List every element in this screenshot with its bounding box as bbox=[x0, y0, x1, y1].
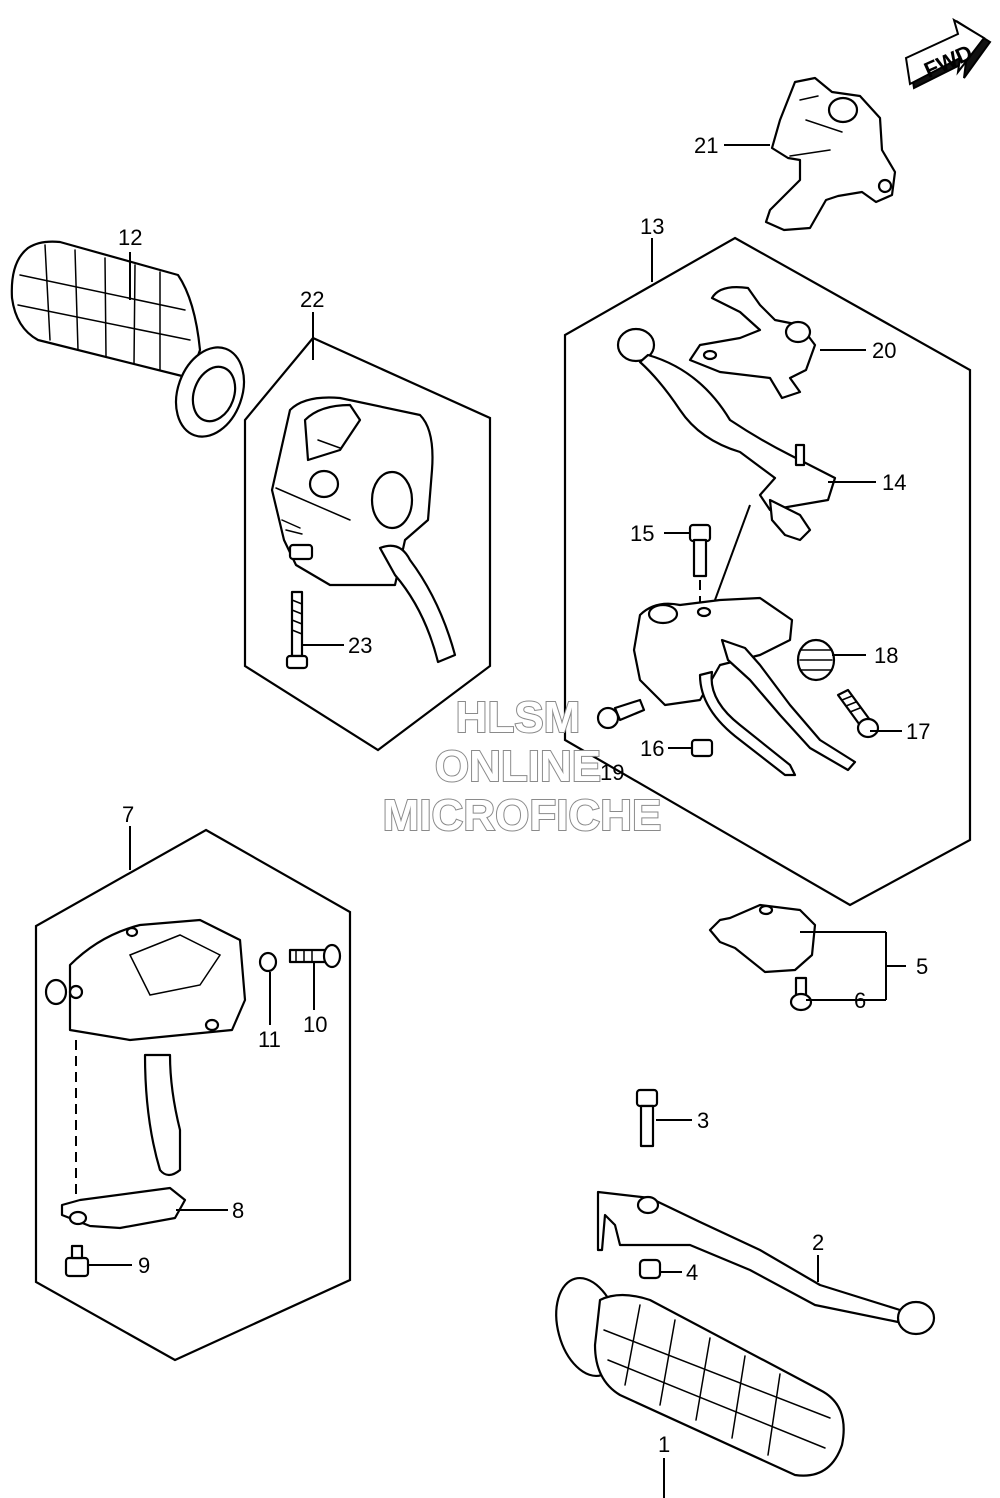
assembly-frame-7 bbox=[34, 828, 352, 1362]
screw-part-23 bbox=[285, 590, 309, 670]
callout-6: 6 bbox=[854, 988, 866, 1013]
watermark-line-1: HLSM bbox=[456, 693, 581, 742]
left-grip-part bbox=[10, 240, 246, 438]
callout-7: 7 bbox=[122, 802, 134, 827]
callout-23: 23 bbox=[348, 633, 372, 658]
callout-8: 8 bbox=[232, 1198, 244, 1223]
callout-11: 11 bbox=[258, 1027, 281, 1052]
callout-21: 21 bbox=[694, 133, 718, 158]
nut-part-4 bbox=[638, 1258, 662, 1280]
assembly-frame-22 bbox=[243, 336, 492, 752]
throttle-housing-part bbox=[44, 918, 247, 1200]
callout-15: 15 bbox=[630, 521, 654, 546]
nut-part-16 bbox=[690, 738, 714, 758]
lever-cover-part bbox=[764, 76, 897, 232]
callout-14: 14 bbox=[882, 470, 906, 495]
callout-2: 2 bbox=[812, 1230, 824, 1255]
nut-part-9 bbox=[64, 1244, 90, 1278]
callout-13: 13 bbox=[640, 214, 664, 239]
callout-16: 16 bbox=[640, 736, 664, 761]
assembly-frame-13 bbox=[563, 236, 972, 907]
brake-switch-part bbox=[708, 903, 817, 974]
watermark-line-3: MICROFICHE bbox=[383, 791, 662, 840]
callout-12: 12 bbox=[118, 225, 142, 250]
watermark-line-2: ONLINE bbox=[435, 742, 601, 791]
pivot-bolt-part-15 bbox=[688, 523, 712, 615]
callout-4: 4 bbox=[686, 1260, 698, 1285]
washer-part-11 bbox=[258, 951, 278, 973]
callout-1: 1 bbox=[658, 1432, 670, 1457]
lever-part-14 bbox=[616, 327, 837, 542]
callout-18: 18 bbox=[874, 643, 898, 668]
bolt-part-19 bbox=[596, 698, 646, 730]
cover-plate-part bbox=[60, 1186, 187, 1230]
screw-part-10 bbox=[288, 943, 342, 969]
callout-5: 5 bbox=[916, 954, 928, 979]
callout-9: 9 bbox=[138, 1253, 150, 1278]
bolt-part-17 bbox=[836, 688, 880, 739]
parking-lock-part bbox=[688, 286, 817, 400]
right-grip-part bbox=[555, 1276, 845, 1477]
watermark: HLSM ONLINE MICROFICHE bbox=[382, 692, 663, 841]
callout-3: 3 bbox=[697, 1108, 709, 1133]
adjuster-part-18 bbox=[796, 638, 836, 682]
callout-17: 17 bbox=[906, 719, 930, 744]
leader-lines bbox=[88, 144, 906, 1498]
lever-part-2 bbox=[596, 1190, 936, 1336]
callout-10: 10 bbox=[303, 1012, 327, 1037]
callout-22: 22 bbox=[300, 287, 324, 312]
fwd-arrow-icon: FWD bbox=[904, 17, 992, 90]
handlebar-switch-part bbox=[270, 396, 457, 664]
lever-holder-part bbox=[632, 504, 857, 777]
screw-part-6 bbox=[789, 976, 813, 1012]
callout-19: 19 bbox=[600, 760, 624, 785]
callout-labels: 21 12 22 13 20 14 15 23 18 17 16 19 7 5 … bbox=[118, 133, 930, 1457]
pivot-bolt-part-3 bbox=[635, 1088, 659, 1148]
callout-20: 20 bbox=[872, 338, 896, 363]
